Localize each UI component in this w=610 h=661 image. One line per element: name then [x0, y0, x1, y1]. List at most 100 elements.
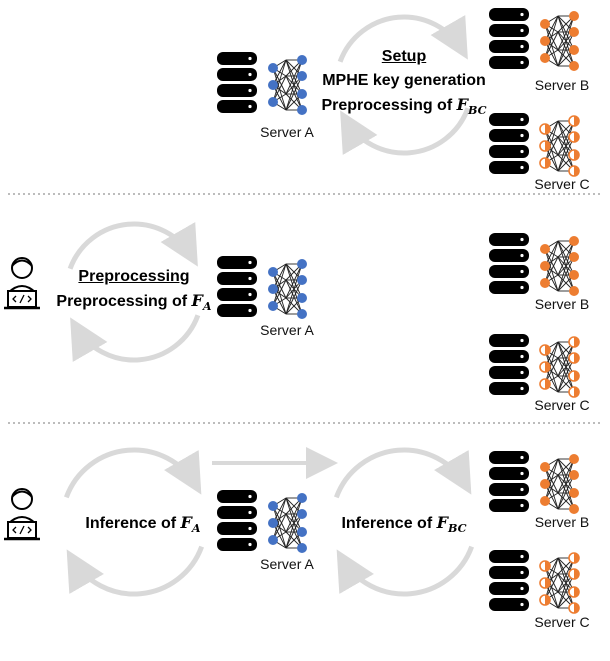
network-edge	[557, 240, 575, 292]
setup-line-preprocessing: Preprocessing of FBC	[321, 95, 487, 118]
network-edge	[557, 557, 575, 609]
database-led	[248, 526, 252, 531]
database-disk	[489, 24, 529, 37]
network-edge	[557, 474, 575, 510]
database-disk	[489, 8, 529, 21]
network-node-half	[574, 132, 579, 142]
database-icon	[489, 8, 529, 69]
server-b-label: Server B	[534, 296, 590, 312]
network-node	[297, 259, 307, 269]
database-led	[520, 455, 524, 460]
database-disk	[217, 84, 257, 97]
database-disk	[217, 490, 257, 503]
network-edge	[285, 513, 303, 549]
database-disk	[489, 598, 529, 611]
network-edge	[272, 59, 287, 103]
network-edge	[285, 497, 303, 533]
setup-title: Setup	[381, 48, 427, 65]
network-node	[540, 19, 550, 29]
database-led	[248, 494, 252, 499]
network-edge	[557, 341, 575, 377]
network-node-half	[574, 553, 579, 563]
database-disk	[489, 233, 529, 246]
network-node-half	[545, 141, 550, 151]
network-edge	[557, 458, 575, 494]
network-node	[268, 518, 278, 528]
database-led	[520, 471, 524, 476]
network-edge	[557, 15, 575, 51]
network-edge	[285, 59, 303, 95]
network-edge	[285, 263, 303, 299]
network-edge	[272, 497, 287, 541]
network-edge	[544, 341, 559, 385]
network-edge	[272, 263, 287, 307]
inference-a-text: Inference of FA	[85, 513, 201, 536]
database-led	[248, 510, 252, 515]
network-edge	[544, 15, 559, 59]
neural-network-icon	[268, 493, 307, 553]
database-disk	[489, 161, 529, 174]
database-icon	[489, 550, 529, 611]
database-led	[520, 503, 524, 508]
cycle-arc	[67, 221, 198, 270]
user-at-laptop-icon	[4, 257, 40, 310]
database-led	[248, 104, 252, 109]
network-edge	[285, 263, 303, 315]
network-edge	[557, 256, 575, 292]
network-node-half	[574, 587, 579, 597]
database-disk	[489, 566, 529, 579]
network-node	[569, 286, 579, 296]
network-node-half	[574, 569, 579, 579]
database-led	[520, 60, 524, 65]
database-disk	[217, 272, 257, 285]
database-led	[520, 12, 524, 17]
database-disk	[489, 56, 529, 69]
network-edge	[557, 573, 575, 609]
database-icon	[489, 451, 529, 512]
network-node-half	[574, 150, 579, 160]
network-node	[569, 270, 579, 280]
database-disk	[217, 506, 257, 519]
database-disk	[489, 582, 529, 595]
database-led	[520, 370, 524, 375]
network-node	[540, 278, 550, 288]
network-node	[297, 527, 307, 537]
neural-network-icon	[539, 115, 580, 177]
network-node-half	[545, 578, 550, 588]
database-led	[520, 44, 524, 49]
neural-network-icon	[268, 259, 307, 319]
database-led	[520, 149, 524, 154]
network-node	[297, 275, 307, 285]
database-led	[248, 308, 252, 313]
network-node	[297, 493, 307, 503]
network-node-half	[545, 362, 550, 372]
network-node	[268, 301, 278, 311]
neural-network-icon	[540, 454, 579, 514]
neural-network-icon	[539, 336, 580, 398]
cycle-arrow-icon	[333, 447, 475, 597]
inference-bc-text: Inference of FBC	[341, 513, 467, 536]
database-led	[248, 88, 252, 93]
network-node	[268, 284, 278, 294]
database-led	[520, 586, 524, 591]
database-disk	[217, 68, 257, 81]
database-led	[520, 554, 524, 559]
network-node	[268, 80, 278, 90]
database-led	[520, 117, 524, 122]
database-led	[248, 72, 252, 77]
database-disk	[489, 366, 529, 379]
network-node	[569, 470, 579, 480]
user-hair	[11, 490, 33, 498]
database-disk	[489, 483, 529, 496]
cycle-arrow-icon	[63, 447, 205, 597]
network-node	[297, 309, 307, 319]
database-disk	[489, 550, 529, 563]
network-node-half	[545, 345, 550, 355]
database-disk	[489, 249, 529, 262]
network-edge	[544, 458, 559, 502]
network-node-half	[574, 371, 579, 381]
database-disk	[217, 52, 257, 65]
server-b-label: Server B	[534, 77, 590, 93]
server-c-label: Server C	[534, 397, 590, 413]
neural-network-icon	[268, 55, 307, 115]
